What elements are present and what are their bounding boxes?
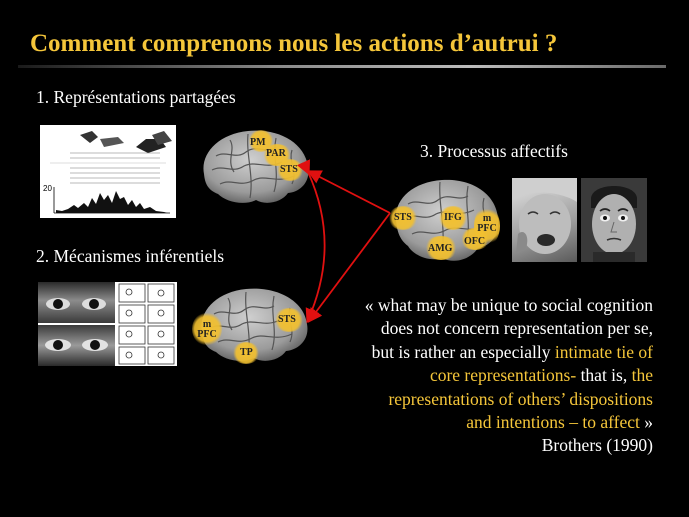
brothers-quote: « what may be unique to social cognition… xyxy=(363,294,653,458)
quote-citation: Brothers (1990) xyxy=(542,435,653,455)
quote-text-3: » xyxy=(640,412,653,432)
frightened-man-photo xyxy=(581,178,647,262)
arrow-to-top-brain xyxy=(310,172,390,213)
crying-child-photo xyxy=(512,178,577,262)
quote-text-2: that is, xyxy=(576,365,631,385)
arrow-between-brains xyxy=(308,172,325,320)
